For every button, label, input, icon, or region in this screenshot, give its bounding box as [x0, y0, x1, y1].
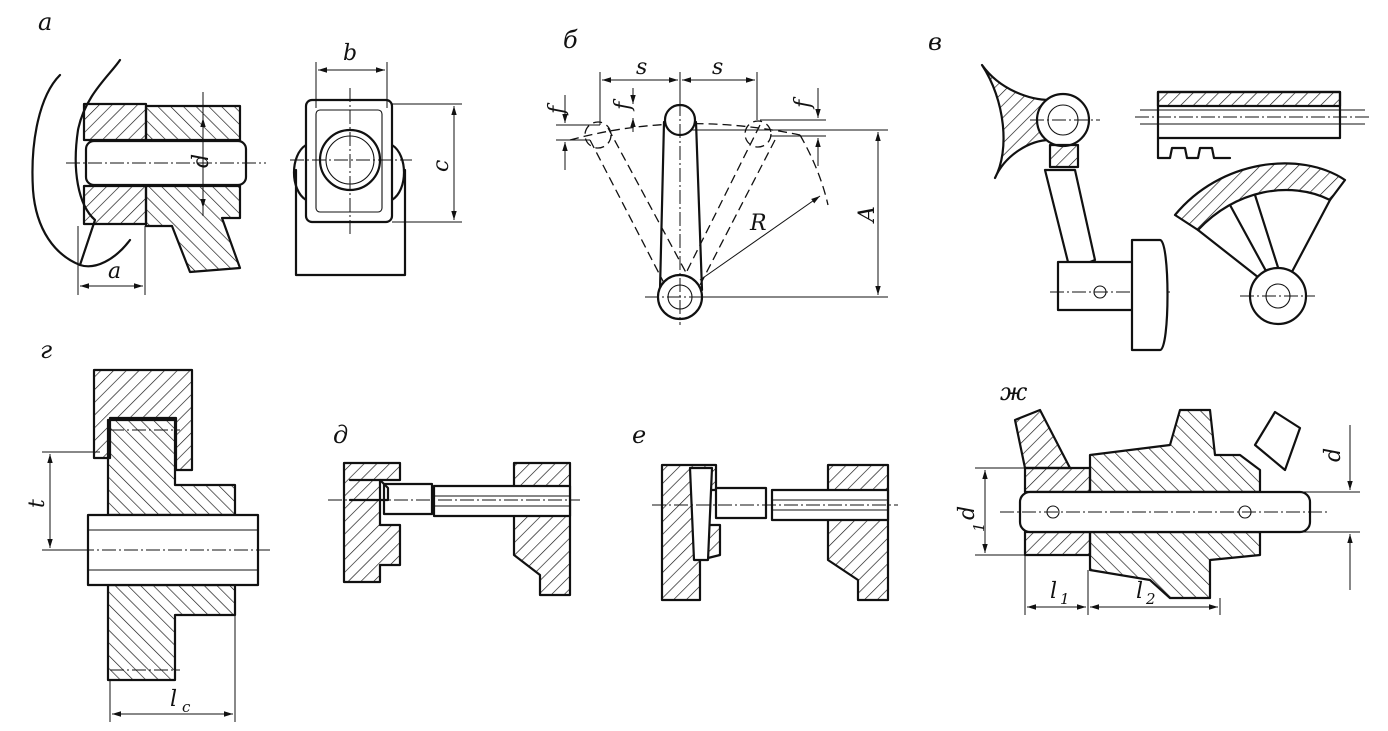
panel-label-e: е [632, 421, 646, 449]
gear-lower [1088, 530, 1262, 600]
shaft-right [432, 484, 572, 518]
dim-label-c: c [429, 160, 454, 172]
dim-label-f-right: f [791, 96, 816, 110]
panel-e: е [632, 421, 898, 602]
dim-label-d: d [1321, 448, 1346, 462]
taper-pin [688, 466, 714, 562]
dim-label-l2-sub: 2 [1145, 590, 1156, 608]
panel-label-v: в [928, 28, 942, 56]
gear-sector-rim [1173, 162, 1347, 232]
wheel-outline-lower [78, 238, 132, 268]
hub-lower-left [82, 184, 148, 226]
key-block-inner [315, 109, 383, 213]
hub-upper-right [144, 104, 242, 142]
dim-label-f-left: f [545, 102, 570, 116]
dim-label-l1-sub: 1 [1060, 590, 1070, 608]
panel-label-a: а [38, 8, 52, 36]
panel-label-g: г [40, 336, 52, 364]
dim-label-s-left: s [636, 55, 647, 80]
dim-label-t: t [25, 499, 50, 508]
lever-left-position [589, 139, 666, 286]
panel-label-zh: ж [1000, 378, 1028, 406]
dim-label-lc: l [170, 687, 177, 712]
lever-left-arm [1013, 408, 1072, 470]
dim-label-l2: l [1136, 579, 1143, 604]
dim-line-R [699, 195, 821, 281]
lever-arm [1043, 168, 1097, 272]
lever-center [658, 120, 704, 292]
hub-upper-left [82, 102, 148, 142]
shift-fork [980, 63, 1052, 180]
hub-lower-right [144, 184, 242, 274]
panel-v: в [928, 28, 1370, 352]
dim-label-d1: d [955, 506, 980, 520]
dim-label-a: a [108, 259, 121, 284]
shaft-left [382, 482, 434, 516]
shaft-left [714, 486, 768, 520]
gear-upper [106, 418, 237, 517]
dim-label-lc-sub: c [182, 698, 191, 716]
hub-left-lower [1023, 530, 1092, 557]
panel-d: д [328, 421, 580, 597]
gear-upper [1088, 408, 1262, 494]
fork-spring [1048, 143, 1080, 169]
dim-label-s-right: s [712, 55, 723, 80]
dim-label-f-mid: f [611, 98, 636, 112]
dim-label-R: R [749, 211, 767, 236]
dim-label-l1: l [1050, 579, 1057, 604]
housing-left [342, 461, 402, 584]
hub-left-upper [1023, 466, 1092, 494]
knob [1130, 238, 1169, 352]
dim-label-A: A [855, 206, 880, 224]
housing-right [512, 461, 572, 597]
housing-top [92, 368, 194, 472]
gear-lower [106, 583, 237, 682]
panel-zh: ж d d 1 l 1 l 2 [955, 378, 1360, 615]
housing-right [826, 463, 890, 602]
panel-a: а d a b [31, 8, 462, 295]
rack-teeth [1156, 136, 1232, 160]
panel-label-d: д [333, 421, 348, 449]
dim-label-b: b [343, 41, 357, 66]
panel-b: б R s s f f [545, 26, 888, 325]
panel-label-b: б [563, 26, 578, 54]
dim-label-d: d [189, 154, 214, 168]
lever-right-position [679, 124, 761, 286]
lever-right-arm [1253, 410, 1302, 472]
panel-g: г t l c [25, 336, 270, 722]
dim-label-d1-sub: 1 [970, 522, 988, 532]
housing-left [660, 463, 722, 602]
